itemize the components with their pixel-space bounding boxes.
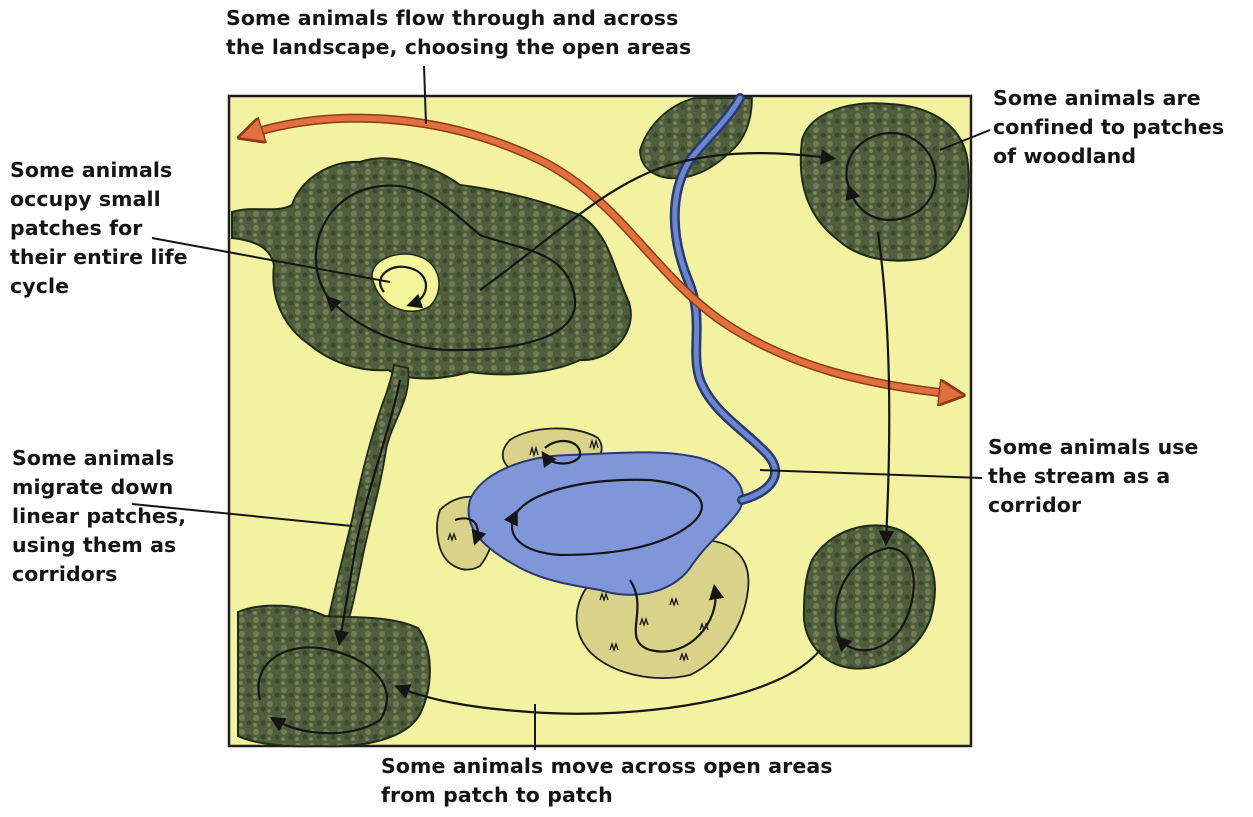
- label-line: confined to patches: [993, 113, 1224, 142]
- label-line: corridor: [988, 491, 1199, 520]
- label-line: Some animals flow through and across: [226, 4, 691, 33]
- label-line: the landscape, choosing the open areas: [226, 33, 691, 62]
- label-line: corridors: [12, 560, 186, 589]
- label-line: Some animals are: [993, 84, 1224, 113]
- label-line: cycle: [10, 272, 188, 301]
- woodland-patch-bottom-left: [238, 606, 430, 747]
- label-woodland-confined: Some animals are confined to patches of …: [993, 84, 1224, 171]
- label-flow-through: Some animals flow through and across the…: [226, 4, 691, 62]
- label-line: their entire life: [10, 243, 188, 272]
- label-line: migrate down: [12, 473, 186, 502]
- label-line: of woodland: [993, 142, 1224, 171]
- label-line: Some animals: [10, 156, 188, 185]
- label-line: Some animals use: [988, 433, 1199, 462]
- label-line: linear patches,: [12, 502, 186, 531]
- label-line: patches for: [10, 214, 188, 243]
- label-line: using them as: [12, 531, 186, 560]
- label-migrate-corridors: Some animals migrate down linear patches…: [12, 444, 186, 589]
- label-stream-corridor: Some animals use the stream as a corrido…: [988, 433, 1199, 520]
- label-line: occupy small: [10, 185, 188, 214]
- label-small-patches: Some animals occupy small patches for th…: [10, 156, 188, 301]
- label-line: from patch to patch: [381, 781, 833, 810]
- label-open-areas: Some animals move across open areas from…: [381, 752, 833, 810]
- label-line: Some animals move across open areas: [381, 752, 833, 781]
- label-line: Some animals: [12, 444, 186, 473]
- label-line: the stream as a: [988, 462, 1199, 491]
